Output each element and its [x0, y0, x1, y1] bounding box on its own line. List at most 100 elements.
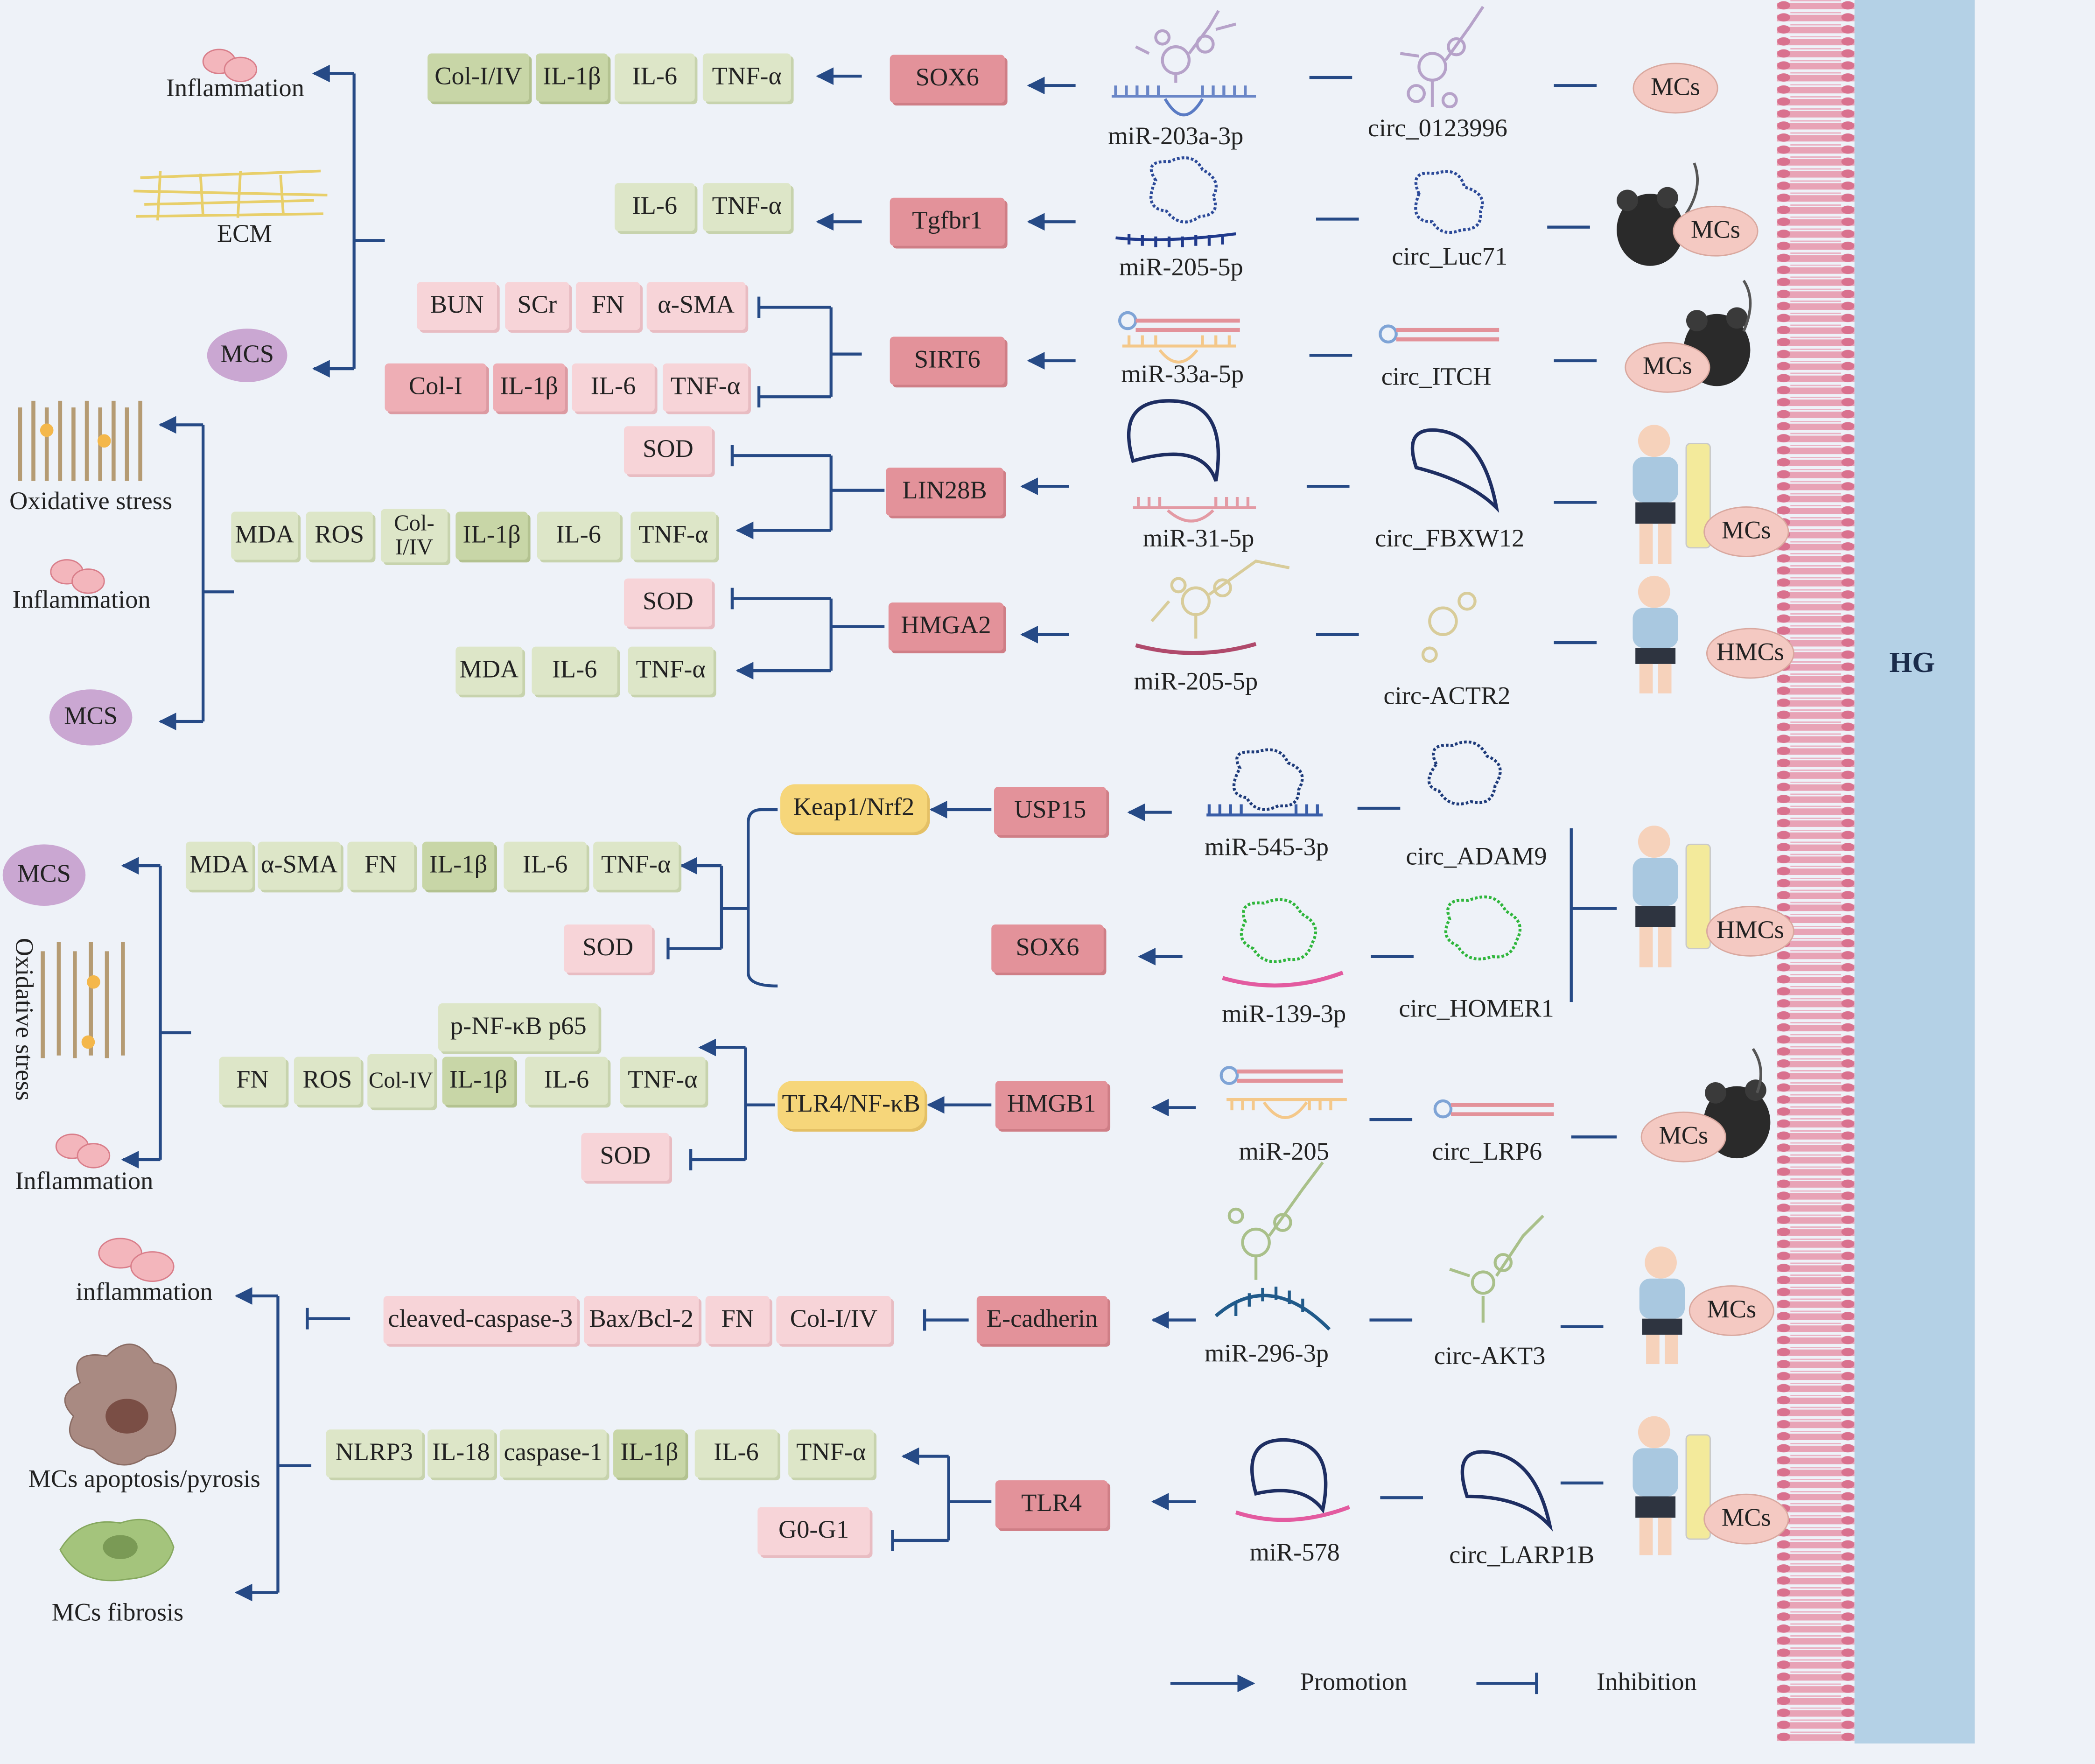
marker-il-6: IL-6: [614, 183, 695, 231]
inflammation-icon-3: [55, 1134, 111, 1169]
keap-brace: [747, 808, 778, 987]
mirna-205c-icon: [1219, 1066, 1554, 1119]
marker-bax-bcl-2: Bax/Bcl-2: [584, 1296, 699, 1344]
outcome-inflammation-1: Inflammation: [166, 75, 304, 103]
mirna-545-icon: [1206, 740, 1502, 817]
marker-a-sma: α-SMA: [646, 282, 746, 330]
circrna-label-homer1: circ_HOMER1: [1399, 995, 1554, 1023]
marker-il-1b: IL-1β: [536, 53, 608, 102]
human-icon-1: [1633, 425, 1711, 564]
marker-fn: FN: [219, 1057, 286, 1105]
legend-promotion-label: Promotion: [1300, 1668, 1408, 1697]
human-icon-5: [1633, 1416, 1711, 1555]
cell-hmcs-1: HMCs: [1706, 628, 1794, 679]
human-icon-4: [1639, 1246, 1685, 1365]
marker-tnf-a: TNF-α: [788, 1429, 874, 1478]
mirna-31-icon: [1127, 399, 1499, 523]
rna-glyphs: [1111, 6, 1554, 1532]
marker-il-1b: IL-1β: [613, 1429, 686, 1478]
inflammation-icon-1: [202, 49, 258, 83]
outcome-oxidative-stress-2: Oxidative stress: [9, 938, 38, 1101]
circrna-label-lrp6: circ_LRP6: [1432, 1138, 1542, 1167]
gene-sox6-1: SOX6: [890, 55, 1005, 103]
gene-tgfbr1: Tgfbr1: [890, 197, 1005, 246]
marker-sod: SOD: [624, 578, 712, 627]
mirna-label-296-3p: miR-296-3p: [1205, 1340, 1329, 1368]
gene-e-cadherin: E-cadherin: [976, 1296, 1108, 1344]
marker-mda: MDA: [455, 646, 523, 695]
mirna-578-icon: [1235, 1438, 1553, 1532]
mirna-label-578: miR-578: [1249, 1539, 1340, 1568]
oxidative-stress-icon-2: [41, 942, 125, 1058]
mouse-icon-1: [1617, 162, 1699, 266]
cell-membrane: [1777, 0, 1855, 1744]
circrna-label-fbxw12: circ_FBXW12: [1375, 525, 1525, 553]
marker-il-1b: IL-1β: [493, 363, 566, 412]
marker-ros: ROS: [294, 1057, 361, 1105]
outcome-glyphs: [18, 49, 1962, 1582]
marker-il-1b: IL-1β: [422, 841, 495, 890]
apoptosis-cell-icon: [64, 1344, 177, 1466]
gene-sox6-2: SOX6: [991, 924, 1104, 973]
marker-il-6: IL-6: [525, 1057, 608, 1105]
outcome-oxidative-stress-1: Oxidative stress: [9, 487, 173, 516]
marker-sod: SOD: [624, 426, 712, 475]
marker-col-i: Col-I: [385, 363, 487, 412]
gene-hmga2: HMGA2: [888, 602, 1004, 651]
mirna-label-205-5p-b: miR-205-5p: [1134, 668, 1258, 696]
marker-fn: FN: [705, 1296, 770, 1344]
mirna-label-205-5p: miR-205-5p: [1119, 253, 1243, 282]
mirna-label-139-3p: miR-139-3p: [1222, 1001, 1346, 1029]
marker-il-6: IL-6: [532, 646, 617, 695]
mirna-label-31-5p: miR-31-5p: [1142, 525, 1254, 553]
marker-il-6: IL-6: [537, 511, 620, 560]
marker-mda: MDA: [231, 511, 298, 560]
marker-scr: SCr: [505, 282, 569, 330]
cell-mcs-3: MCs: [1625, 342, 1710, 393]
outcome-inflammation-3: Inflammation: [15, 1168, 154, 1196]
pathway-keap1-nrf2: Keap1/Nrf2: [780, 784, 927, 833]
gene-usp15: USP15: [994, 787, 1107, 835]
marker-bun: BUN: [417, 282, 497, 330]
outcome-ecm: ECM: [217, 220, 272, 249]
circrna-label-larp1b: circ_LARP1B: [1449, 1541, 1595, 1570]
marker-fn: FN: [575, 282, 640, 330]
mirna-203-icon: [1111, 85, 1256, 117]
marker-ros: ROS: [306, 511, 373, 560]
hg-label: HG: [1889, 645, 1935, 679]
marker-fn: FN: [347, 841, 414, 890]
oxidative-stress-icon: [18, 400, 142, 481]
marker-il-1b: IL-1β: [442, 1057, 515, 1105]
marker-tnf-a: TNF-α: [662, 363, 749, 412]
circrna-label-luc71: circ_Luc71: [1392, 243, 1508, 272]
outcome-mcs-2: MCS: [49, 689, 133, 746]
marker-col-iv: Col-IV: [367, 1054, 434, 1108]
ecm-icon: [133, 169, 328, 221]
marker-mda: MDA: [185, 841, 253, 890]
marker-tnf-a: TNF-α: [593, 841, 679, 890]
marker-a-sma: α-SMA: [258, 841, 341, 890]
marker-sod: SOD: [564, 924, 652, 973]
circrna-label-actr2: circ-ACTR2: [1383, 682, 1511, 711]
marker-g0-g1: G0-G1: [757, 1507, 870, 1555]
mirna-label-205: miR-205: [1239, 1138, 1329, 1167]
circrna-label-akt3: circ-AKT3: [1434, 1343, 1546, 1371]
marker-col-i-iv: Col-I/IV: [380, 509, 448, 563]
mirna-205-icon: [1115, 156, 1484, 247]
marker-p-nf-kb-p65: p-NF-κB p65: [438, 1003, 599, 1052]
gene-tlr4: TLR4: [995, 1480, 1108, 1529]
cell-mcs-7: MCs: [1703, 1493, 1789, 1545]
fibrosis-cell-icon: [59, 1519, 175, 1582]
outcome-inflammation-4: inflammation: [76, 1278, 213, 1307]
outcome-inflammation-2: Inflammation: [12, 586, 151, 615]
circrna-label-itch: circ_ITCH: [1381, 363, 1492, 392]
inflammation-icon-4: [98, 1238, 175, 1282]
pathway-tlr4-nf-kb: TLR4/NF-κB: [778, 1081, 925, 1129]
marker-sod: SOD: [581, 1133, 670, 1181]
circrna-label-0123996: circ_0123996: [1367, 115, 1508, 143]
marker-il-6: IL-6: [504, 841, 587, 890]
cell-mcs-2: MCs: [1673, 205, 1759, 257]
marker-tnf-a: TNF-α: [628, 646, 714, 695]
mirna-33-icon: [1118, 311, 1499, 364]
